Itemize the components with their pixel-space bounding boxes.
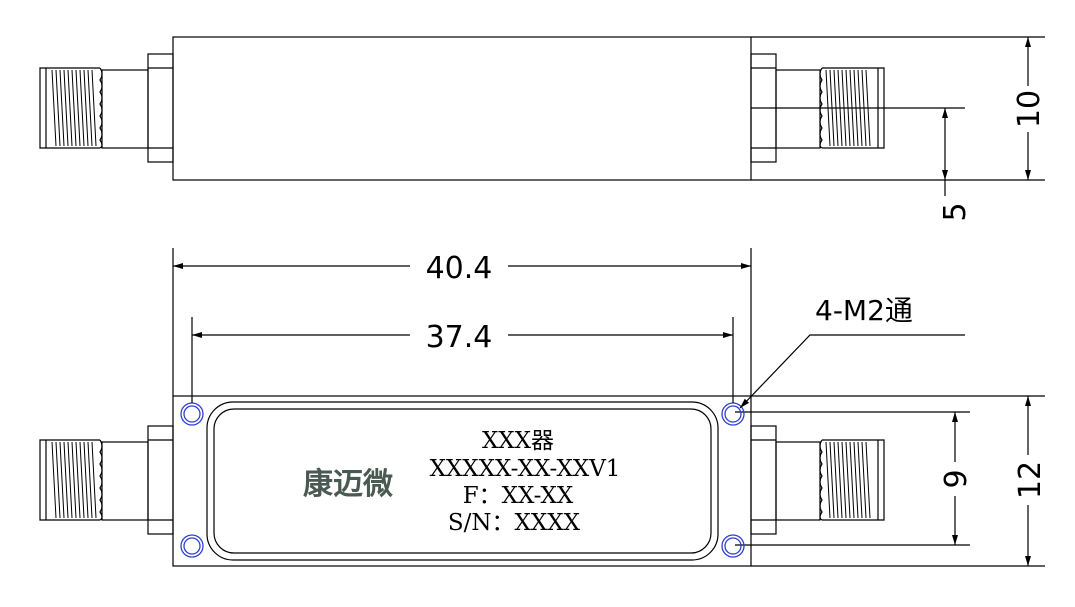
dim-hole-spacing-y: 9 <box>939 469 974 488</box>
dim-height-top: 12 <box>1013 461 1048 499</box>
dim-height-side: 10 <box>1012 90 1047 128</box>
label-serial-number: S/N：XXXX <box>448 510 581 536</box>
label-model-number: XXXXX-XX-XXV1 <box>430 456 621 482</box>
side-left-connector <box>39 53 174 163</box>
mount-hole-bottom-left <box>180 534 204 558</box>
top-left-connector <box>39 425 174 535</box>
label-plate-outer <box>206 401 719 561</box>
hole-leader-line <box>739 334 965 409</box>
dim-hole-spacing-x: 37.4 <box>426 320 493 355</box>
top-right-connector <box>750 425 885 535</box>
mount-hole-bottom-right <box>721 534 745 558</box>
side-view-body <box>172 36 752 181</box>
side-right-connector <box>750 53 885 163</box>
label-frequency: F：XX-XX <box>463 483 574 509</box>
top-view <box>39 248 1045 567</box>
hole-callout: 4-M2通 <box>815 294 913 327</box>
label-plate-inner <box>213 408 712 554</box>
brand-logo: 康迈微 <box>303 467 393 502</box>
dim-width-total: 40.4 <box>426 251 493 286</box>
dim-connector-center: 5 <box>938 202 973 221</box>
side-view <box>39 36 1045 196</box>
label-product-type: XXX器 <box>482 428 554 454</box>
